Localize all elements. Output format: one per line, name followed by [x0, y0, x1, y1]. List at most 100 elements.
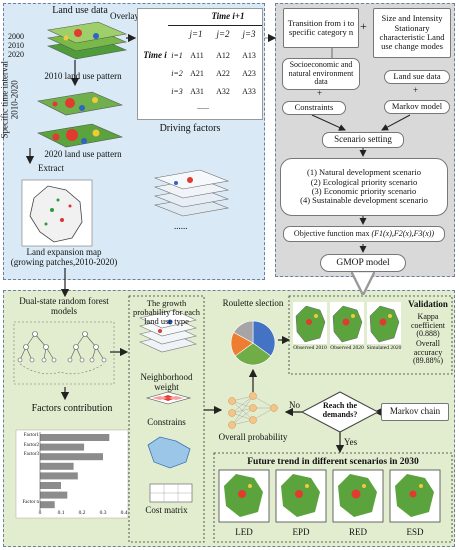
constraints-box: Constraints [282, 101, 346, 115]
characteristic-box: Size and Intensity Stationary characteri… [373, 8, 451, 58]
validation-map-3-label: Simulated 2020 [366, 345, 402, 351]
land-use-layer-stack [46, 21, 128, 60]
scenario-setting-box: Scenario setting [322, 132, 404, 148]
future-epd: EPD [292, 527, 310, 537]
roulette-pie [230, 320, 276, 366]
pattern-2020-label: 2020 land use pattern [44, 149, 122, 159]
validation-title: Validation [408, 299, 448, 309]
overlay-label: Overlay [110, 11, 139, 21]
land-data-box: Land sue data [384, 70, 450, 84]
pattern-2020-map [37, 123, 124, 148]
cell-a31: A31 [190, 87, 204, 96]
transition-table: Time i+1 Time i j=1 j=2 j=3 i=1 i=2 i=3 … [137, 8, 263, 120]
future-led: LED [235, 527, 253, 537]
factor-label: Factor2 [23, 442, 39, 448]
growth-prob-title: The growth probability for each land use… [132, 298, 201, 327]
factor-bar [40, 482, 61, 489]
land-use-title: Land use data [52, 5, 108, 16]
scenario-1: (1) Natural development scenario [307, 167, 421, 178]
cell-a23: A23 [242, 69, 256, 78]
cell-a21: A21 [190, 69, 204, 78]
factor-x-tick: 0 [38, 510, 42, 516]
factor-label: Factor n [22, 500, 39, 506]
factor-bar [40, 443, 85, 451]
cell-a33: A33 [242, 87, 256, 96]
pie-slice [234, 342, 272, 366]
future-maps [218, 469, 441, 523]
overall-prob-label: Overall probability [218, 432, 288, 442]
neighborhood-grid [145, 391, 192, 405]
factor-x-tick: 0.3 [99, 510, 107, 516]
kappa-label: Kappa coefficient (0.888) [410, 312, 446, 339]
plus-socio: + [317, 88, 323, 98]
rf-title: Dual-state random forest models [19, 296, 109, 316]
factor-bar [40, 491, 68, 499]
year-2010: 2010 [8, 41, 24, 50]
socio-data-box: Socioeconomic and natural environment da… [282, 58, 360, 90]
cell-a22: A22 [216, 69, 230, 78]
row-header-3: i=3 [171, 87, 183, 96]
reach-demands: Reach the demands? [322, 401, 358, 419]
table-ellipsis: ...... [197, 102, 209, 111]
random-forest-trees [17, 331, 107, 375]
pattern-2010-label: 2010 land use pattern [44, 71, 122, 81]
row-header-2: i=2 [171, 69, 183, 78]
cell-a13: A13 [242, 51, 256, 60]
col-header-3: j=3 [242, 29, 256, 39]
validation-map-1-label: Observed 2010 [293, 345, 327, 351]
scenario-3: (3) Economic priority scenario [311, 186, 417, 196]
arrow-markov [381, 114, 411, 131]
factor-x-tick: 0.4 [120, 510, 128, 516]
growth-prob-box [128, 295, 205, 543]
neighborhood-label: Neighborhood weight [140, 372, 193, 392]
row-header-1: i=1 [171, 51, 183, 60]
scenarios-box: (1) Natural development scenario (2) Eco… [280, 158, 448, 216]
factor-bar [40, 462, 74, 470]
validation-maps [293, 302, 401, 344]
year-2020: 2020 [8, 50, 24, 59]
time-i-header: Time i [143, 50, 167, 60]
driving-ellipsis: ...... [174, 221, 188, 231]
cell-a11: A11 [190, 51, 204, 60]
factor-x-tick: 0.1 [57, 510, 65, 516]
factor-x-tick: 0.2 [78, 510, 86, 516]
driving-factors-stack [153, 169, 230, 217]
future-box [213, 452, 453, 543]
factors-title: Factors contribution [31, 403, 113, 414]
objective-args: (F1(x),F2(x),F3(x)) [371, 228, 435, 238]
markov-chain-box: Markov chain [381, 403, 449, 421]
scenario-4: (4) Sustainable development scenario [300, 195, 428, 206]
future-esd: ESD [406, 527, 424, 537]
scenario-2: (2) Ecological priority scenario [310, 176, 418, 187]
time-next-header: Time i+1 [211, 11, 245, 21]
extract-label: Extract [38, 163, 64, 173]
arrow-constraints [311, 114, 346, 131]
objective-label: Objective function max [293, 228, 370, 238]
factor-bar [40, 501, 55, 509]
validation-map-2-label: Observed 2020 [330, 345, 364, 351]
factor-bar [40, 453, 103, 461]
gmop-box: GMOP model [320, 254, 406, 272]
growth-probability-layers [139, 309, 197, 353]
factor-label: Factor1 [23, 433, 39, 438]
factor-label: Factor3 [23, 452, 39, 458]
roulette-label: Roulette slection [222, 298, 284, 308]
expansion-map-shape [21, 179, 93, 247]
time-interval-label: Specific time interval 2010-2020 [0, 60, 19, 139]
pie-slice [252, 320, 276, 357]
col-header-1: j=1 [189, 29, 203, 39]
cell-a32: A32 [216, 87, 230, 96]
cost-matrix-label: Cost matrix [145, 505, 188, 515]
markov-box: Markov model [384, 100, 450, 114]
no-label: No [289, 400, 300, 410]
constrains-label: Constrains [147, 417, 186, 427]
driving-factors-label: Driving factors [159, 123, 221, 134]
accuracy-label: Overall accuracy (89.88%) [413, 339, 443, 366]
factor-bar [40, 434, 110, 441]
plus-transition: + [360, 19, 367, 33]
year-2000: 2000 [8, 32, 24, 41]
decision-diamond [300, 391, 380, 433]
neural-network-graphic [228, 392, 278, 429]
constrains-map [147, 436, 191, 469]
